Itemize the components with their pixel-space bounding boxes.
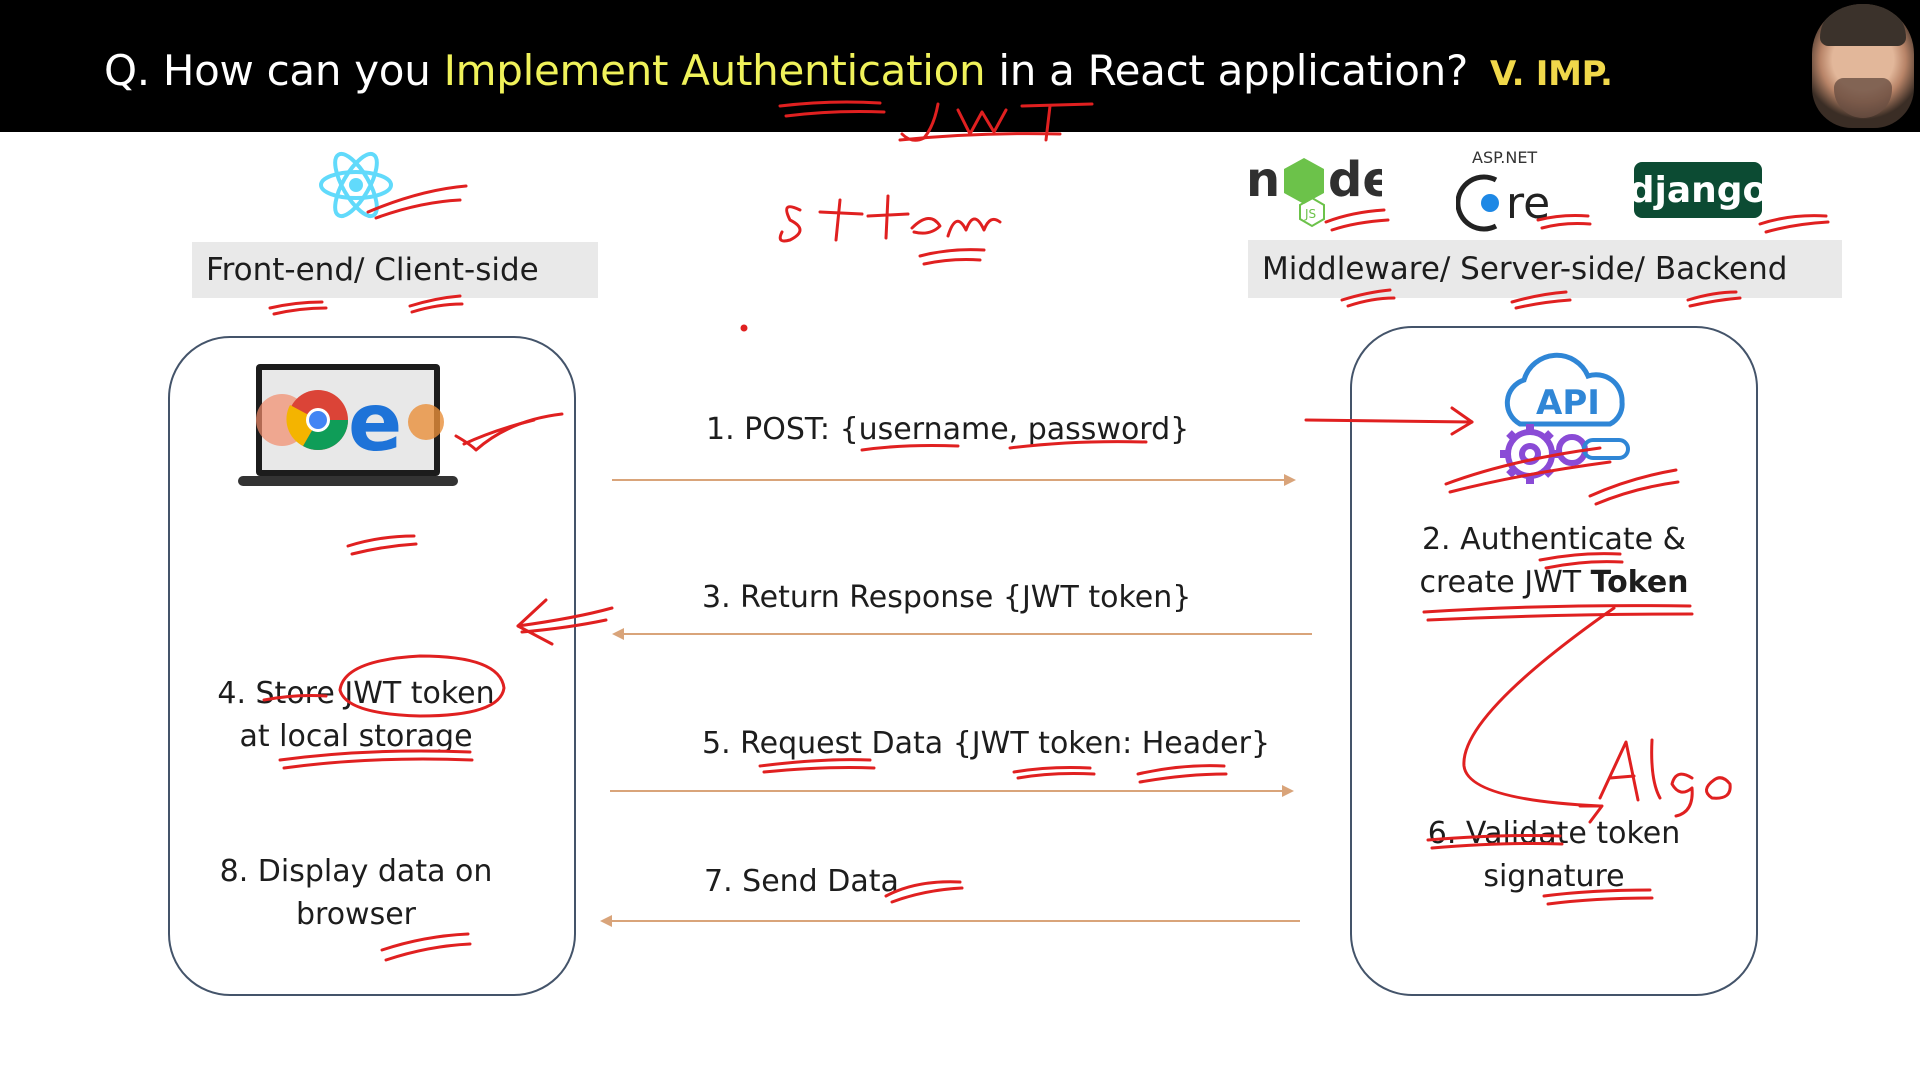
svg-text:n: n: [1246, 152, 1280, 208]
svg-text:e: e: [348, 376, 402, 469]
aspnet-label: ASP.NET: [1472, 148, 1538, 167]
presenter-avatar: [1812, 4, 1914, 128]
step-8-display-data: 8. Display data on browser: [196, 850, 516, 936]
api-label: API: [1536, 383, 1600, 423]
title-prefix: Q. How can you: [104, 46, 444, 95]
arrow-response-line: [620, 633, 1312, 635]
step-6-line1: 6. Validate token: [1427, 816, 1681, 851]
laptop-browsers-icon: e: [238, 362, 458, 494]
step-4-line1: 4. Store JWT token: [217, 676, 495, 711]
django-logo-icon: django: [1629, 162, 1767, 218]
step-6-validate-token: 6. Validate token signature: [1404, 812, 1704, 898]
client-side-label: Front-end/ Client-side: [192, 242, 598, 298]
step-4-line2: at local storage: [239, 719, 473, 754]
arrow-post-line: [612, 479, 1292, 481]
arrow-request-head: [1282, 785, 1294, 797]
step-4-store-token: 4. Store JWT token at local storage: [196, 672, 516, 758]
step-7-send-data: 7. Send Data: [704, 864, 899, 899]
title-bar: Q. How can you Implement Authentication …: [0, 0, 1920, 132]
title-highlight: Implement Authentication: [443, 46, 986, 95]
server-side-label: Middleware/ Server-side/ Backend: [1248, 240, 1842, 298]
step-2-line1: 2. Authenticate &: [1421, 522, 1687, 557]
django-text: django: [1628, 169, 1768, 211]
node-js-badge: JS: [1304, 207, 1316, 221]
api-cloud-gear-icon: API: [1480, 350, 1640, 500]
aspnet-core-text: re: [1506, 178, 1550, 229]
arrow-response-head: [612, 628, 624, 640]
aspnet-core-logo-icon: ASP.NET re: [1456, 148, 1576, 238]
step-8-line1: 8. Display data on: [219, 854, 493, 889]
step-3-return-response: 3. Return Response {JWT token}: [702, 580, 1192, 615]
step-8-line2: browser: [295, 897, 417, 932]
step-6-line2: signature: [1483, 859, 1625, 894]
arrow-request-line: [610, 790, 1290, 792]
step-5-request-data: 5. Request Data {JWT token: Header}: [702, 726, 1271, 761]
step-1-post: 1. POST: {username, password}: [706, 412, 1190, 447]
title-suffix: in a React application?: [985, 46, 1468, 95]
svg-text:de: de: [1328, 152, 1382, 208]
step-2-line2: create JWT Token: [1419, 565, 1689, 600]
page-title: Q. How can you Implement Authentication …: [104, 46, 1613, 95]
react-logo-icon: [318, 150, 394, 220]
arrow-send-data-line: [610, 920, 1300, 922]
nodejs-logo-icon: n de JS: [1246, 148, 1395, 228]
importance-badge: V. IMP.: [1489, 54, 1613, 94]
arrow-send-data-head: [600, 915, 612, 927]
arrow-post-head: [1284, 474, 1296, 486]
step-2-authenticate: 2. Authenticate & create JWT Token: [1404, 518, 1704, 604]
